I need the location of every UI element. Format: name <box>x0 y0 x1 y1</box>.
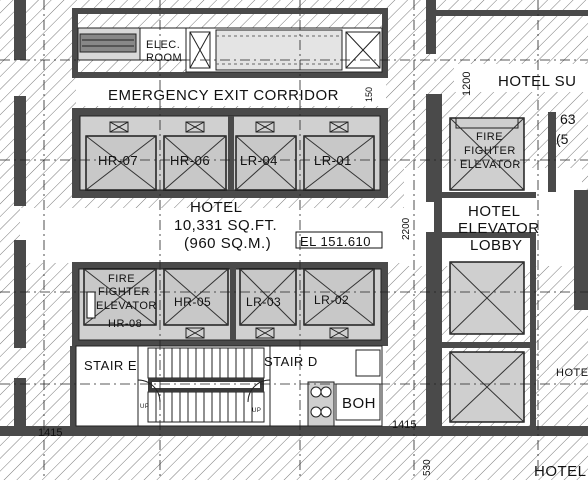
right-elevator-bank: FIRE FIGHTER ELEVATOR <box>449 117 525 423</box>
stairs: UP UP STAIR E STAIR D BOH <box>75 345 383 427</box>
hotel-label: HOTEL <box>190 199 243 216</box>
right-dim-top-1: 63 <box>560 111 576 127</box>
elevator-car-hr05: HR-05 <box>163 268 229 326</box>
ff-top-2: FIGHTER <box>464 145 516 157</box>
elevator-car-lr03: LR-03 <box>239 268 297 326</box>
lr01-label: LR-01 <box>314 153 352 168</box>
elec-room: ELEC. ROOM <box>77 27 187 64</box>
stair-up-1: UP <box>140 404 149 410</box>
hr06-label: HR-06 <box>170 153 210 168</box>
elevation-tag <box>295 231 383 249</box>
elevator-car-hr08: FIRE FIGHTER ELEVATOR HR-08 <box>83 268 157 330</box>
dim-1415-left: 1415 <box>38 427 62 439</box>
lobby-label-2: ELEVATOR <box>458 220 540 237</box>
elevator-car-hr06: HR-06 <box>163 135 227 191</box>
dim-1200: 1200 <box>461 72 473 96</box>
hotel-sup-label: HOTEL SU <box>498 73 576 90</box>
elec-room-label-2: ROOM <box>146 52 182 64</box>
elevation-label: EL 151.610 <box>300 234 371 249</box>
stair-e-label: STAIR E <box>84 358 137 373</box>
elevator-car-hr07: HR-07 <box>85 135 157 191</box>
hotel-area-sqft: 10,331 SQ.FT. <box>174 217 277 234</box>
ff-top-3: ELEVATOR <box>460 159 521 171</box>
hr07-label: HR-07 <box>98 153 138 168</box>
hotel-right-mid: HOTE <box>556 367 588 379</box>
hr05-label: HR-05 <box>174 295 211 309</box>
lobby-dim: 2200 <box>401 217 412 240</box>
hr08-label: HR-08 <box>108 318 142 330</box>
elevator-car-lr02: LR-02 <box>303 268 375 326</box>
lobby-label-3: LOBBY <box>470 237 523 254</box>
stair-d-label: STAIR D <box>264 354 318 369</box>
ff-left-3: ELEVATOR <box>96 300 157 312</box>
elevator-car-lr01: LR-01 <box>303 135 375 191</box>
corridor-dim: 150 <box>364 87 374 102</box>
elevator-car-lr04: LR-04 <box>235 135 297 191</box>
lr04-label: LR-04 <box>240 153 278 168</box>
right-dim-top-2: (5 <box>556 131 569 147</box>
lr02-label: LR-02 <box>314 293 349 307</box>
elec-room-label-1: ELEC. <box>146 39 180 51</box>
hotel-area-sqm: (960 SQ.M.) <box>184 235 271 252</box>
hotel-right-bottom: HOTEL <box>534 463 587 480</box>
lr03-label: LR-03 <box>246 295 281 309</box>
lobby-label-1: HOTEL <box>468 203 521 220</box>
ff-top-1: FIRE <box>476 131 503 143</box>
boh-label: BOH <box>342 395 376 412</box>
dim-530: 530 <box>422 459 433 476</box>
elevator-bank-top: HR-07 HR-06 LR-04 LR-01 <box>79 115 381 191</box>
walls <box>0 0 588 436</box>
corridor-label: EMERGENCY EXIT CORRIDOR <box>108 87 339 104</box>
mechanical-room <box>185 27 383 73</box>
elevator-bank-bottom: FIRE FIGHTER ELEVATOR HR-08 HR-05 LR-03 … <box>78 262 382 341</box>
dim-1415-right: 1415 <box>392 419 416 431</box>
ff-left-1: FIRE <box>108 273 135 285</box>
stair-up-2: UP <box>252 408 261 414</box>
